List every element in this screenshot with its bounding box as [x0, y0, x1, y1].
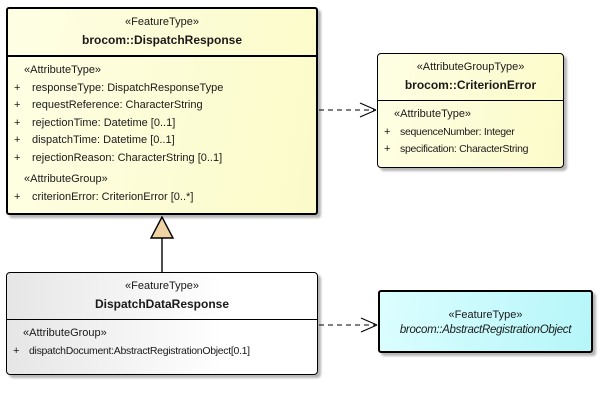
- dependency-arrow-to-abstractregistrationobject[interactable]: [319, 317, 378, 333]
- visibility-plus: +: [14, 81, 21, 94]
- class-box-dispatchresponse[interactable]: «FeatureType» brocom::DispatchResponse «…: [6, 7, 318, 215]
- attribute-text: sequenceNumber: Integer: [400, 125, 515, 138]
- class-header: «FeatureType» brocom::AbstractRegistrati…: [380, 292, 591, 351]
- visibility-plus: +: [13, 344, 20, 357]
- attribute-text: rejectionTime: Datetime [0..1]: [32, 116, 176, 129]
- class-name: brocom::AbstractRegistrationObject: [399, 324, 572, 336]
- attribute-row: + rejectionReason: CharacterString [0..1…: [8, 150, 316, 168]
- class-header: «AttributeGroupType» brocom::CriterionEr…: [378, 54, 563, 101]
- class-stereotype: «AttributeGroupType»: [416, 61, 525, 73]
- visibility-plus: +: [14, 99, 21, 111]
- class-stereotype: «FeatureType»: [125, 280, 199, 292]
- generalization-arrow[interactable]: [149, 215, 175, 272]
- attribute-compartment: «AttributeGroup» + dispatchDocument:Abst…: [7, 320, 317, 360]
- attribute-row: + requestReference: CharacterString: [8, 97, 316, 115]
- class-header: «FeatureType» brocom::DispatchResponse: [8, 9, 316, 57]
- class-name: brocom::DispatchResponse: [81, 33, 243, 47]
- attribute-text: responseType: DispatchResponseType: [32, 81, 224, 94]
- class-box-criterionerror[interactable]: «AttributeGroupType» brocom::CriterionEr…: [377, 53, 564, 168]
- section-stereotype: «AttributeGroup»: [23, 327, 107, 339]
- visibility-plus: +: [14, 190, 21, 203]
- visibility-plus: +: [384, 125, 391, 138]
- visibility-plus: +: [14, 151, 21, 164]
- attribute-row: + dispatchDocument:AbstractRegistrationO…: [7, 343, 317, 361]
- attribute-row: + dispatchTime: Datetime [0..1]: [8, 132, 316, 150]
- attribute-text: rejectionReason: CharacterString [0..1]: [32, 151, 223, 164]
- attribute-compartment: «AttributeType» + responseType: Dispatch…: [8, 57, 316, 206]
- attribute-row: + rejectionTime: Datetime [0..1]: [8, 115, 316, 133]
- class-box-dispatchdataresponse[interactable]: «FeatureType» DispatchDataResponse «Attr…: [6, 272, 318, 375]
- class-name: brocom::CriterionError: [404, 78, 537, 92]
- attribute-text: requestReference: CharacterString: [32, 99, 203, 111]
- attribute-text: specification: CharacterString: [400, 143, 529, 155]
- attribute-row: + responseType: DispatchResponseType: [8, 80, 316, 98]
- class-box-abstractregistrationobject[interactable]: «FeatureType» brocom::AbstractRegistrati…: [378, 290, 593, 353]
- attribute-text: dispatchTime: Datetime [0..1]: [32, 134, 175, 146]
- class-header: «FeatureType» DispatchDataResponse: [7, 273, 317, 320]
- attribute-text: dispatchDocument:AbstractRegistrationObj…: [29, 344, 250, 357]
- section-stereotype: «AttributeType»: [24, 64, 102, 76]
- attribute-row: + sequenceNumber: Integer: [378, 124, 563, 142]
- visibility-plus: +: [384, 143, 391, 155]
- class-stereotype: «FeatureType»: [125, 16, 199, 28]
- attribute-compartment: «AttributeType» + sequenceNumber: Intege…: [378, 101, 563, 159]
- attribute-row: + specification: CharacterString: [378, 141, 563, 159]
- visibility-plus: +: [14, 116, 21, 129]
- dependency-arrow-to-criterionerror[interactable]: [319, 102, 377, 118]
- class-name: DispatchDataResponse: [94, 297, 230, 311]
- visibility-plus: +: [14, 134, 21, 146]
- class-stereotype: «FeatureType»: [448, 309, 523, 321]
- attribute-row: + criterionError: CriterionError [0..*]: [8, 189, 316, 207]
- section-stereotype: «AttributeGroup»: [24, 173, 108, 185]
- attribute-text: criterionError: CriterionError [0..*]: [32, 190, 194, 203]
- section-stereotype: «AttributeType»: [394, 108, 472, 120]
